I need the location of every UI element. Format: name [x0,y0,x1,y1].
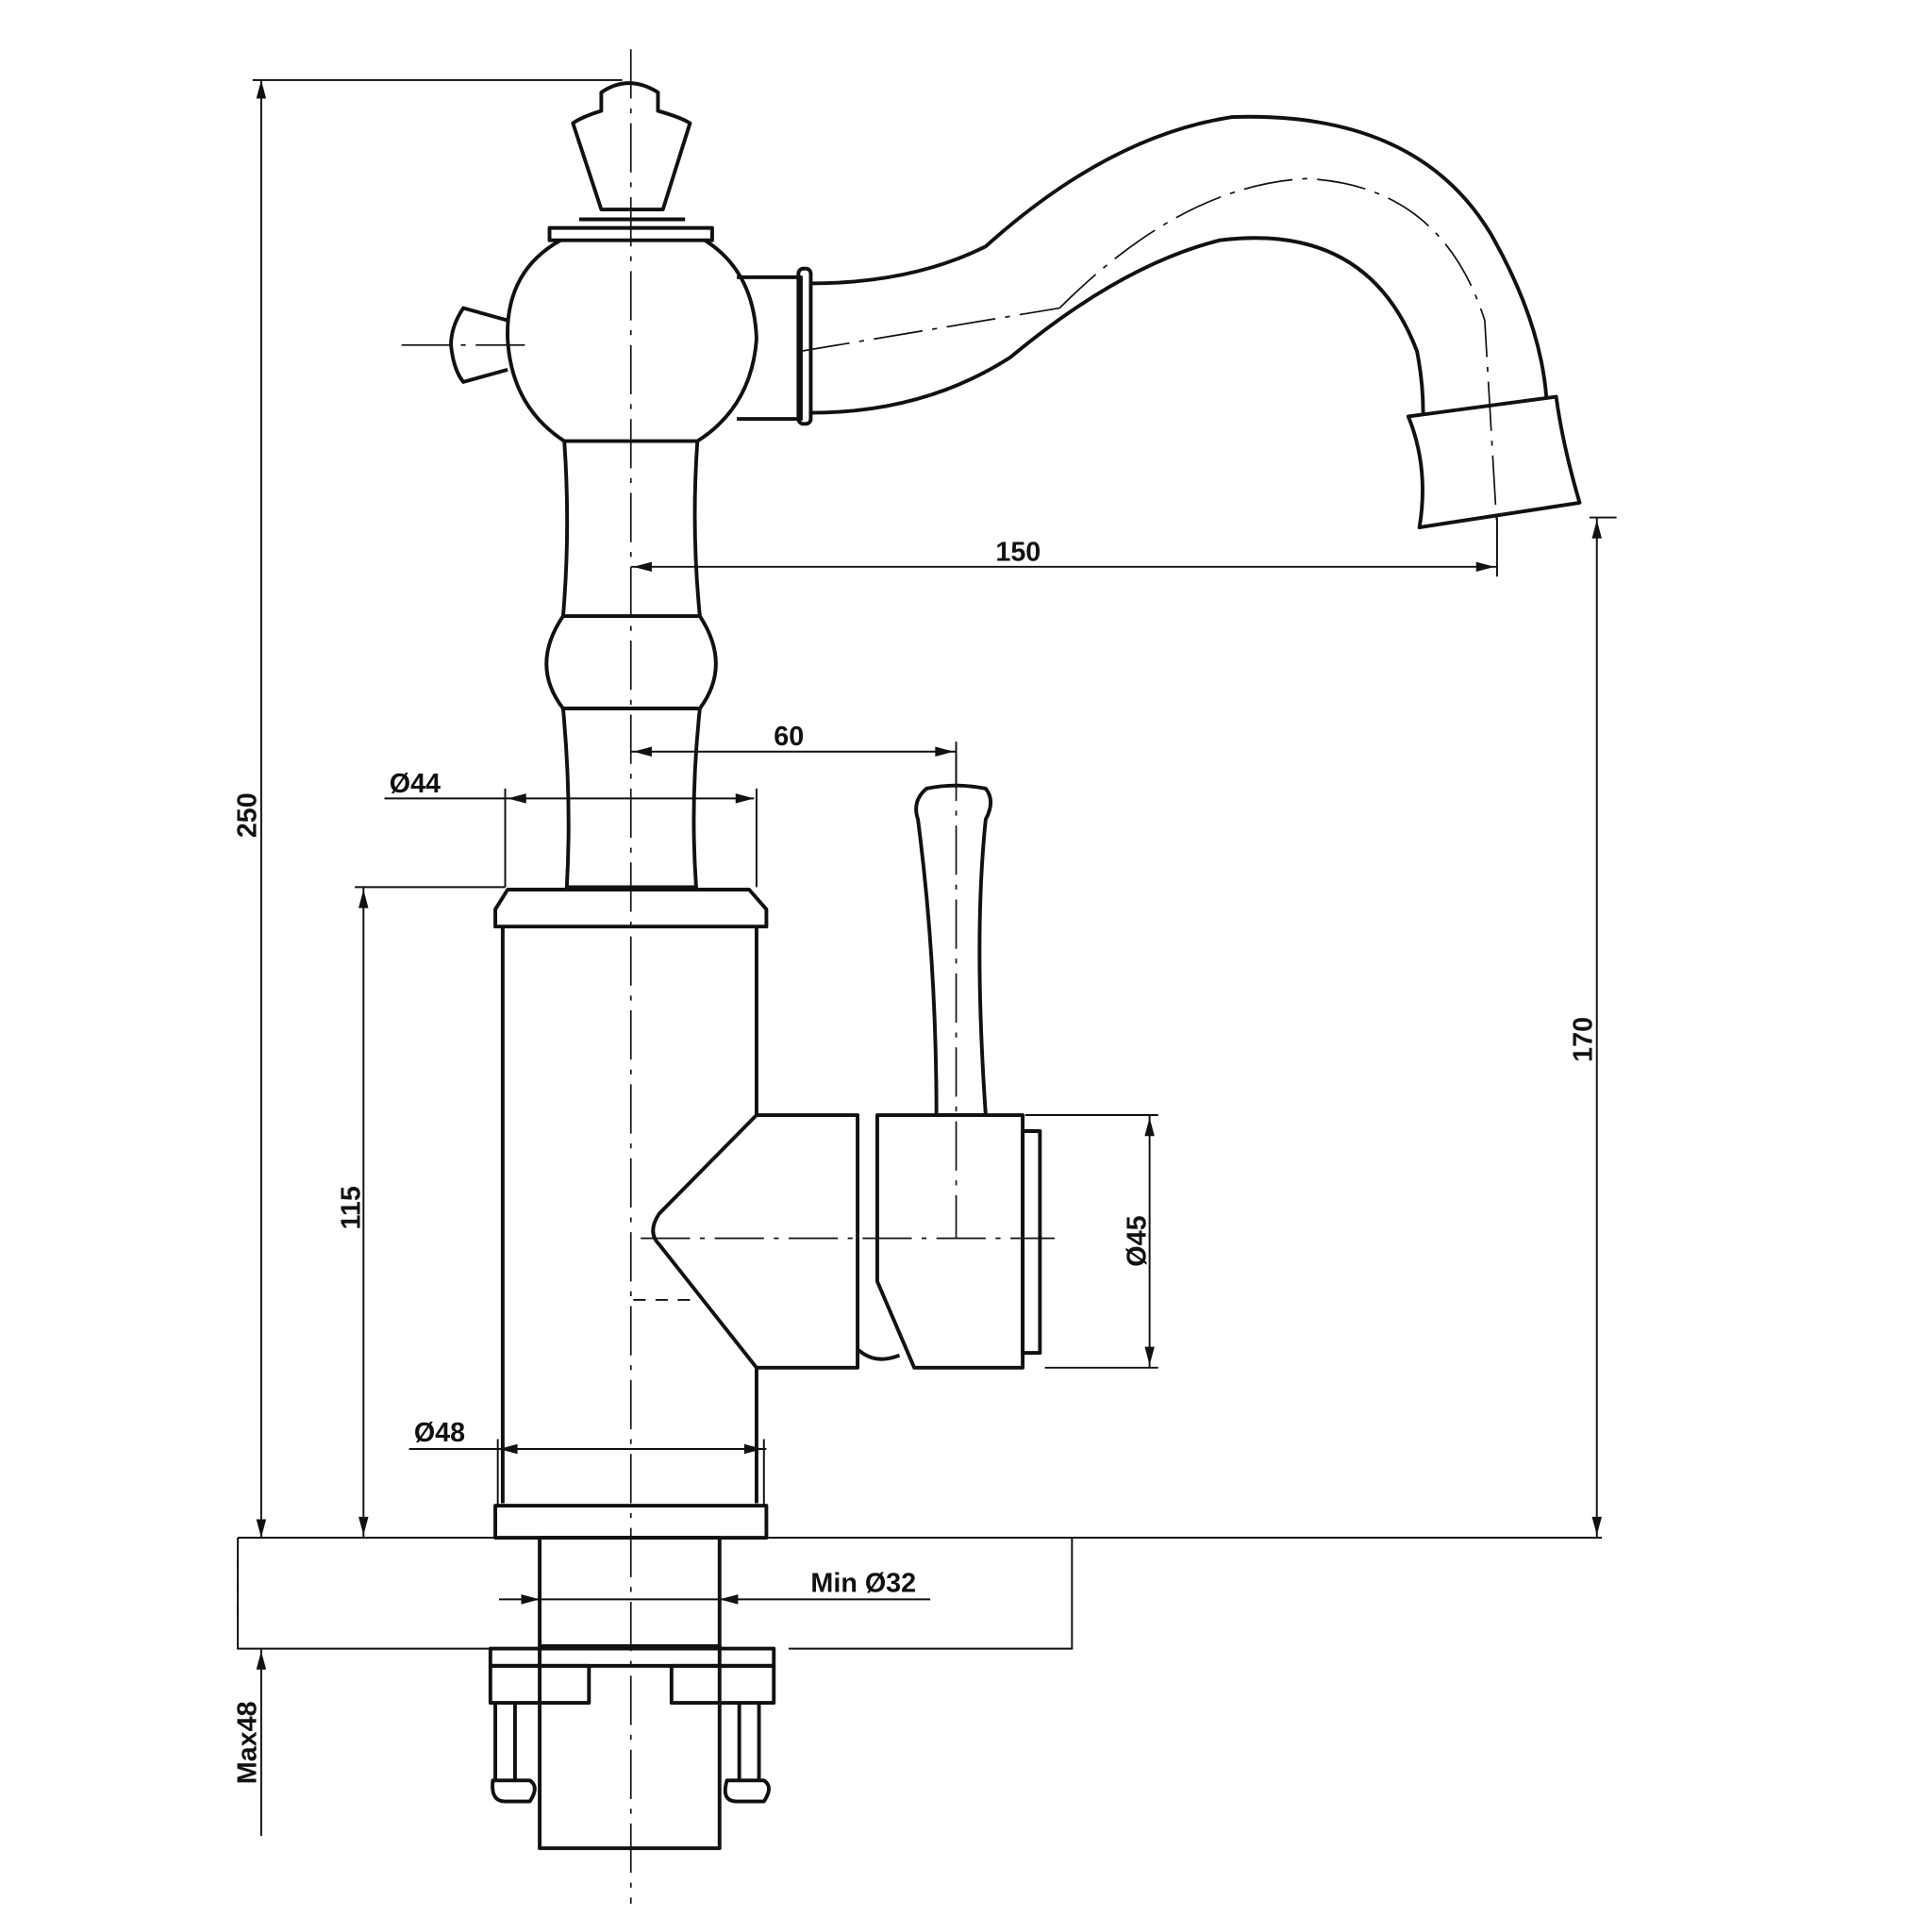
dim-label-handle-diameter: Ø45 [1123,1215,1153,1266]
dim-label-total-height: 250 [233,792,263,838]
dim-label-body-height: 115 [336,1186,366,1229]
column [544,441,718,890]
deck [237,1537,1074,1650]
body [493,888,860,1540]
dim-label-spout-height: 170 [1569,1017,1599,1062]
dim-label-upper-diameter: Ø44 [390,769,441,799]
aerator [1406,394,1582,529]
dim-label-min-hole: Min Ø32 [810,1569,916,1599]
finial-knob [547,81,714,242]
dimensions [237,78,1617,1837]
mounting-hardware [488,1536,776,1851]
cartridge-housing [651,1113,860,1370]
spout [737,114,1582,530]
ball-head [401,238,758,443]
dim-label-lever-offset: 60 [774,722,804,752]
dim-label-base-diameter: Ø48 [414,1418,465,1448]
dim-label-reach: 150 [995,537,1041,567]
dim-label-max-deck: Max48 [233,1701,263,1784]
lever-handle [641,751,1056,1370]
